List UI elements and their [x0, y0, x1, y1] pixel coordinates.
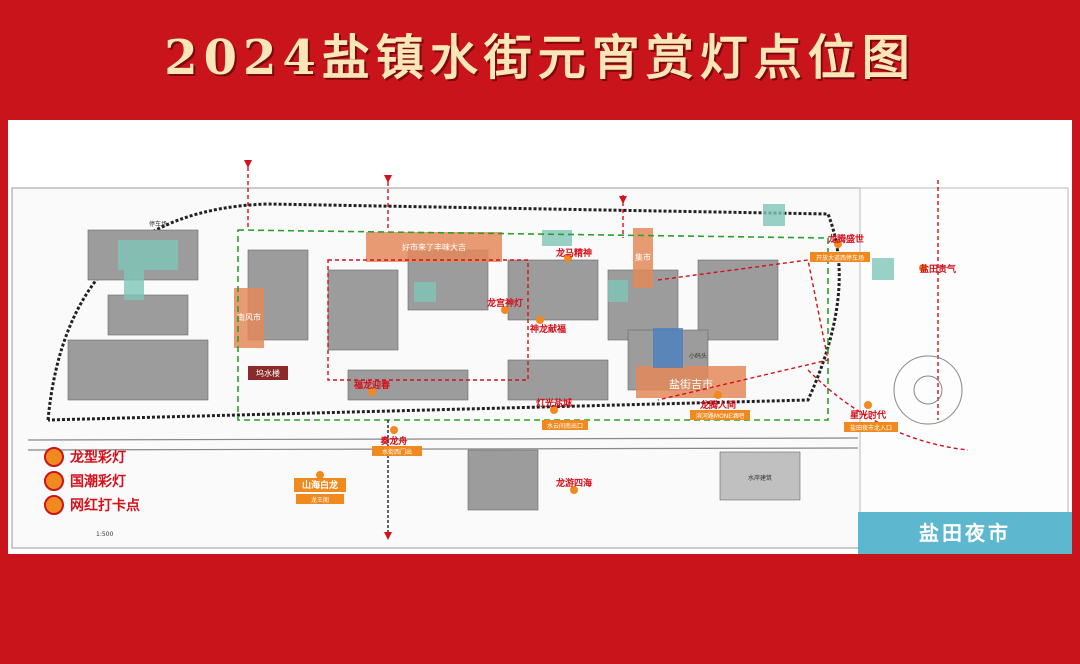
night-market-boundary [859, 187, 1069, 549]
parking-label: 停车场 [149, 220, 167, 228]
entry-arrows [244, 160, 627, 540]
spot-label-0: 龙宫神灯 [486, 297, 523, 309]
spot-label-3: 奏龙舟 [379, 435, 407, 447]
water-building-label: 水岸建筑 [748, 474, 772, 482]
area-nanfeng-label: 南风市 [237, 312, 261, 322]
spot-label-1: 神龙献福 [530, 323, 566, 335]
night-market-banner: 盐田夜市 [858, 512, 1072, 554]
tag-2: 龙王阁 [311, 496, 329, 504]
scale-label: 1:500 [96, 531, 113, 538]
area-wuhuan [248, 366, 288, 380]
route-green [237, 229, 829, 421]
spot-box-4 [294, 478, 346, 492]
guochao-lantern-icon [44, 471, 64, 491]
spot-label-6: 星光时代 [850, 409, 886, 421]
area-wuhuan-label: 坞水楼 [256, 368, 280, 378]
spot-label-11: 龙游四海 [555, 477, 592, 489]
route-red-loop [327, 259, 529, 381]
location-tags [296, 252, 898, 504]
route-red-entries [247, 160, 939, 420]
south-road [27, 437, 859, 441]
legend-item-checkin: 网红打卡点 [44, 494, 140, 516]
map-panel: 南风市 好市来了丰味大吉 集市 盐街吉市 坞水楼 小码头 停车 [8, 120, 1072, 554]
page-title: 2024盐镇水街元宵赏灯点位图 [164, 30, 916, 86]
area-xiaomatou-label: 小码头 [689, 352, 707, 360]
tag-5: 开放大道西停车场 [816, 254, 864, 262]
spot-label-5: 龙腾人间 [699, 399, 736, 411]
tag-3: 水云间南出口 [547, 422, 583, 430]
area-jiexi-label: 集市 [635, 252, 651, 262]
plaza-circle [893, 355, 963, 425]
spot-label-9: 龙马精神 [555, 247, 592, 259]
map-canvas: 南风市 好市来了丰味大吉 集市 盐街吉市 坞水楼 小码头 停车 [11, 160, 1069, 549]
legend-item-dragon: 龙型彩灯 [44, 446, 140, 468]
teal-blocks [118, 204, 894, 302]
spot-label-7: 盐田贵气 [920, 263, 956, 275]
night-market-label: 盐田夜市 [919, 521, 1011, 545]
plaza-inner [913, 375, 943, 405]
blue-block [653, 328, 683, 368]
checkin-spot-icon [44, 495, 64, 515]
area-haoshi-label: 好市来了丰味大吉 [402, 242, 466, 252]
tag-1: 盐田夜市北入口 [850, 424, 892, 432]
map-legend: 龙型彩灯 国潮彩灯 网红打卡点 [44, 446, 140, 518]
legend-item-guochao: 国潮彩灯 [44, 470, 140, 492]
spot-label-4: 山海白龙 [302, 479, 338, 491]
area-haoshi [366, 232, 502, 262]
area-nanfeng [234, 288, 264, 348]
dragon-lantern-icon [44, 447, 64, 467]
area-jiexi [633, 228, 653, 288]
spot-label-8: 龙腾盛世 [827, 233, 864, 245]
south-road-2 [27, 447, 859, 451]
tag-0: 水街西门出 [382, 448, 412, 456]
tag-4: 滨河路MONE酒吧 [696, 412, 744, 420]
spot-label-10: 福龙迎春 [353, 379, 391, 391]
spot-markers [316, 240, 927, 494]
main-road [46, 202, 841, 422]
spot-label-2: 灯光盐城 [536, 397, 572, 409]
area-yanjie-market-label: 盐街吉市 [669, 377, 713, 391]
